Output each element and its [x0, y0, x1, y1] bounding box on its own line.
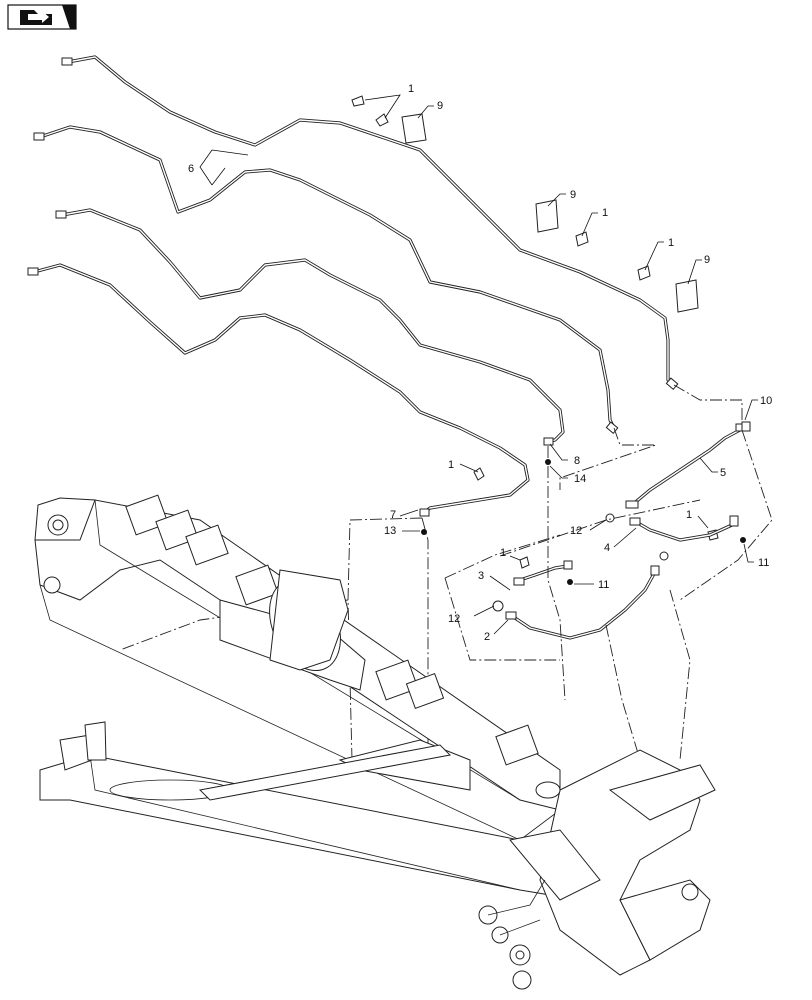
callout-14: 14	[574, 473, 586, 485]
callout-11: 11	[758, 557, 769, 569]
hydraulic-tube-4	[32, 263, 530, 516]
callout-12: 12	[448, 613, 460, 625]
callout-5: 5	[720, 467, 726, 479]
callout-2: 2	[484, 631, 490, 643]
callout-6: 6	[188, 163, 194, 175]
hose-2	[505, 565, 660, 640]
leader-lines	[199, 94, 758, 635]
callout-9: 9	[704, 254, 710, 266]
tube-end-fittings	[27, 57, 679, 517]
hydraulic-tube-1	[66, 55, 676, 387]
hydraulic-tube-2	[38, 125, 616, 430]
callouts: 6 1 9 9 1 1 9 10 8 1 14 5 7 1 13 12 4 1 …	[188, 83, 772, 643]
arrow-to-folder-icon	[20, 10, 52, 25]
callout-13: 13	[384, 525, 396, 537]
decal-parts	[351, 95, 719, 569]
callout-1: 1	[408, 83, 414, 95]
nav-icon-button[interactable]	[7, 4, 77, 30]
callout-7: 7	[390, 509, 396, 521]
callout-3: 3	[478, 570, 484, 582]
callout-12: 12	[570, 525, 582, 537]
callout-1: 1	[500, 547, 506, 559]
callout-9: 9	[570, 189, 576, 201]
callout-1: 1	[686, 509, 692, 521]
hydraulic-tube-3	[60, 208, 565, 444]
callout-1: 1	[668, 237, 674, 249]
callout-4: 4	[604, 542, 610, 554]
hose-4	[629, 515, 739, 542]
callout-1: 1	[448, 459, 454, 471]
small-fittings	[421, 421, 751, 612]
callout-10: 10	[760, 395, 772, 407]
hose-5	[625, 423, 747, 509]
callout-8: 8	[574, 455, 580, 467]
hose-3	[513, 560, 573, 586]
assembly-reference-lines	[119, 384, 773, 761]
machine-frame	[34, 494, 716, 990]
callout-1: 1	[602, 207, 608, 219]
callout-9: 9	[437, 100, 443, 112]
callout-11: 11	[598, 579, 609, 591]
